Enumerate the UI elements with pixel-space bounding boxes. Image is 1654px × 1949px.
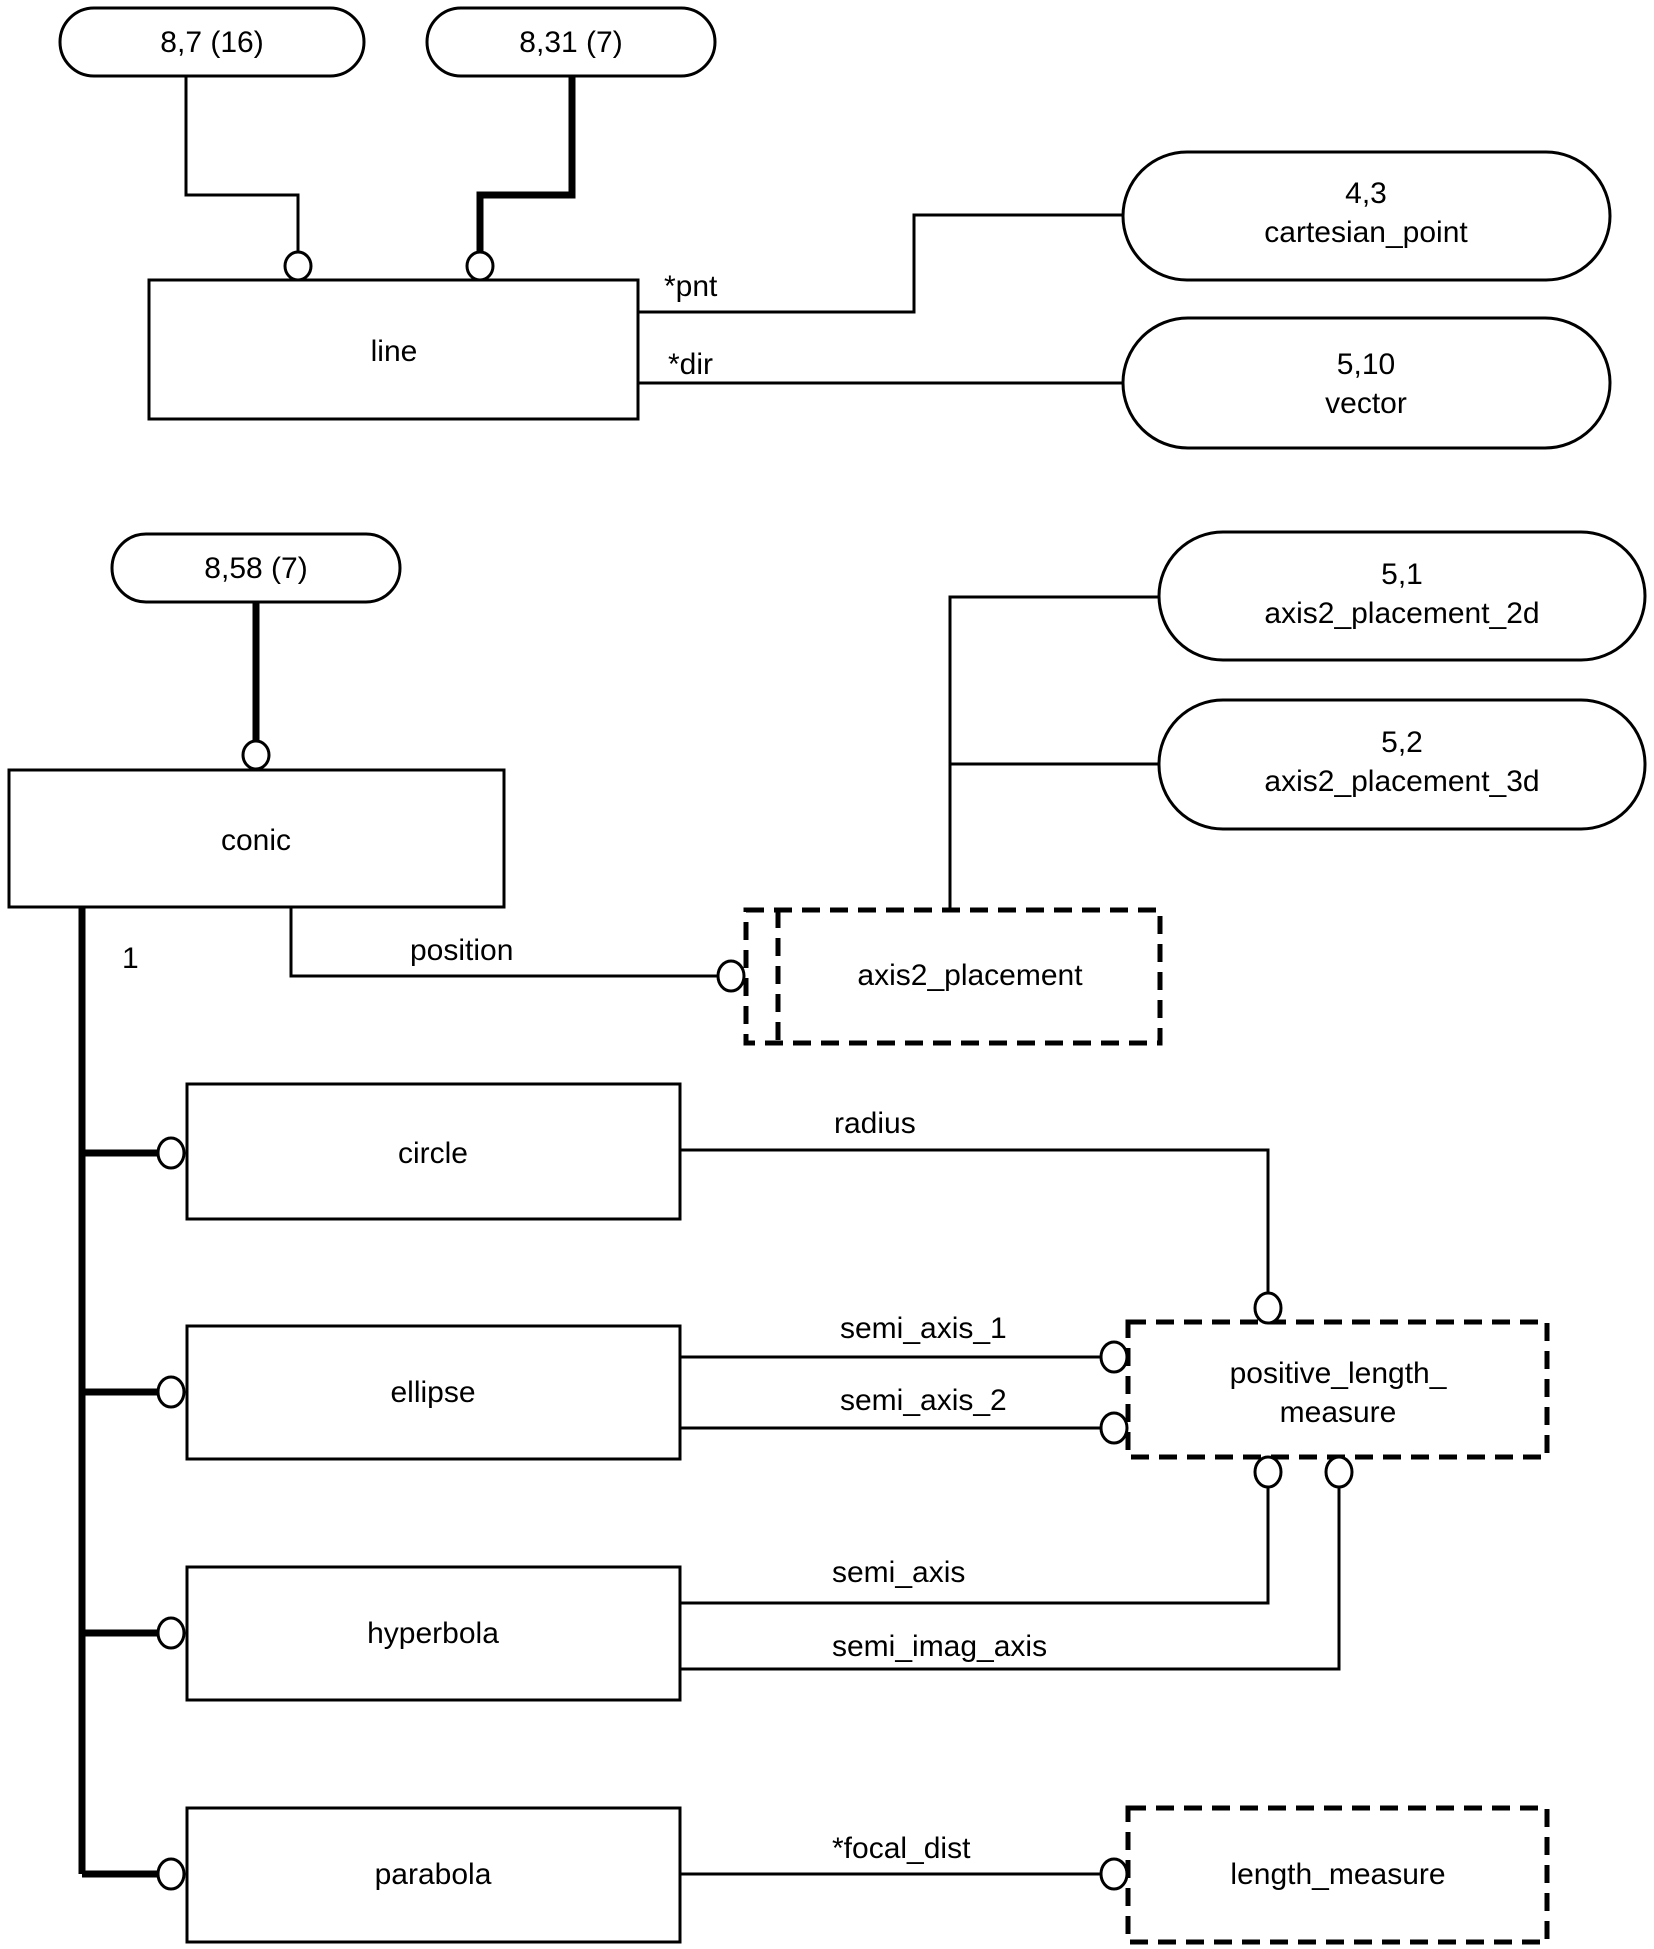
relation-semi-axis-2-label: semi_axis_2 <box>840 1384 1007 1417</box>
relation-radius-line <box>680 1148 1270 1295</box>
connector-circle <box>1099 1857 1129 1891</box>
connector-circle <box>156 1136 186 1170</box>
axis2-placement-2d-name: axis2_placement_2d <box>1264 597 1539 630</box>
page-ref-8-58-label: 8,58 (7) <box>204 552 307 585</box>
type-positive-length-measure[interactable]: positive_length_ measure <box>1125 1319 1550 1460</box>
type-positive-length-measure-label-1: positive_length_ <box>1230 1357 1448 1390</box>
entity-hyperbola-label: hyperbola <box>367 1617 499 1650</box>
connector-circle <box>1099 1340 1129 1374</box>
entity-parabola[interactable]: parabola <box>185 1806 682 1944</box>
connector-circle <box>716 959 746 993</box>
page-ref-8-31[interactable]: 8,31 (7) <box>425 6 717 78</box>
supertype-cardinality-label: 1 <box>122 942 139 975</box>
type-positive-length-measure-label-2: measure <box>1280 1396 1397 1429</box>
relation-semi-axis-line <box>680 1486 1270 1605</box>
cartesian-point-ref: 4,3 <box>1345 177 1387 210</box>
connector-8-7-to-line <box>184 76 300 252</box>
connector-circle <box>1253 1455 1283 1489</box>
connector-circle <box>156 1857 186 1891</box>
entity-conic-label: conic <box>221 824 291 857</box>
entity-ellipse-label: ellipse <box>390 1376 475 1409</box>
connector-circle <box>1099 1411 1129 1445</box>
connector-circle <box>465 250 495 282</box>
axis2-placement-3d-ref: 5,2 <box>1381 726 1423 759</box>
vector-ref: 5,10 <box>1337 348 1395 381</box>
relation-position-line <box>289 907 718 978</box>
type-axis2-placement-label: axis2_placement <box>857 959 1083 992</box>
entity-circle[interactable]: circle <box>185 1082 682 1221</box>
connector-circle <box>1324 1455 1354 1489</box>
inter-ref-axis2-placement-2d[interactable]: 5,1 axis2_placement_2d <box>1157 530 1647 662</box>
connector-8-31-to-line <box>476 76 576 252</box>
axis2-placement-2d-ref: 5,1 <box>1381 558 1423 591</box>
entity-conic[interactable]: conic <box>7 768 506 909</box>
entity-line[interactable]: line <box>147 278 640 421</box>
select-branch-lines <box>948 595 1159 908</box>
relation-semi-imag-axis-label: semi_imag_axis <box>832 1630 1047 1663</box>
page-ref-8-7-label: 8,7 (16) <box>160 26 263 59</box>
entity-line-label: line <box>371 335 418 368</box>
entity-ellipse[interactable]: ellipse <box>185 1324 682 1461</box>
inter-ref-axis2-placement-3d[interactable]: 5,2 axis2_placement_3d <box>1157 698 1647 831</box>
connector-circle <box>156 1375 186 1409</box>
type-length-measure[interactable]: length_measure <box>1125 1805 1550 1945</box>
connector-circle <box>156 1616 186 1650</box>
entity-parabola-label: parabola <box>375 1858 492 1891</box>
connector-circle <box>283 250 313 282</box>
vector-name: vector <box>1325 387 1407 420</box>
relation-pnt-label: *pnt <box>664 270 718 303</box>
axis2-placement-3d-name: axis2_placement_3d <box>1264 765 1539 798</box>
entity-circle-label: circle <box>398 1137 468 1170</box>
relation-dir-label: *dir <box>668 348 713 381</box>
page-ref-8-31-label: 8,31 (7) <box>519 26 622 59</box>
connector-circle <box>1253 1291 1283 1325</box>
type-axis2-placement[interactable]: axis2_placement <box>743 907 1163 1046</box>
relation-radius-label: radius <box>834 1107 916 1140</box>
type-length-measure-label: length_measure <box>1230 1858 1445 1891</box>
inter-ref-cartesian-point[interactable]: 4,3 cartesian_point <box>1121 150 1612 282</box>
relation-semi-axis-label: semi_axis <box>832 1556 965 1589</box>
relation-semi-imag-axis-line <box>680 1486 1341 1671</box>
relation-pnt-line <box>638 213 1123 314</box>
cartesian-point-name: cartesian_point <box>1264 216 1468 249</box>
page-ref-8-7[interactable]: 8,7 (16) <box>58 6 366 78</box>
page-ref-8-58[interactable]: 8,58 (7) <box>110 532 402 604</box>
inter-ref-vector[interactable]: 5,10 vector <box>1121 316 1612 450</box>
relation-position-label: position <box>410 934 513 967</box>
relation-focal-dist-label: *focal_dist <box>832 1832 971 1865</box>
connector-circle <box>241 739 271 771</box>
entity-hyperbola[interactable]: hyperbola <box>185 1565 682 1702</box>
relation-semi-axis-1-label: semi_axis_1 <box>840 1312 1007 1345</box>
